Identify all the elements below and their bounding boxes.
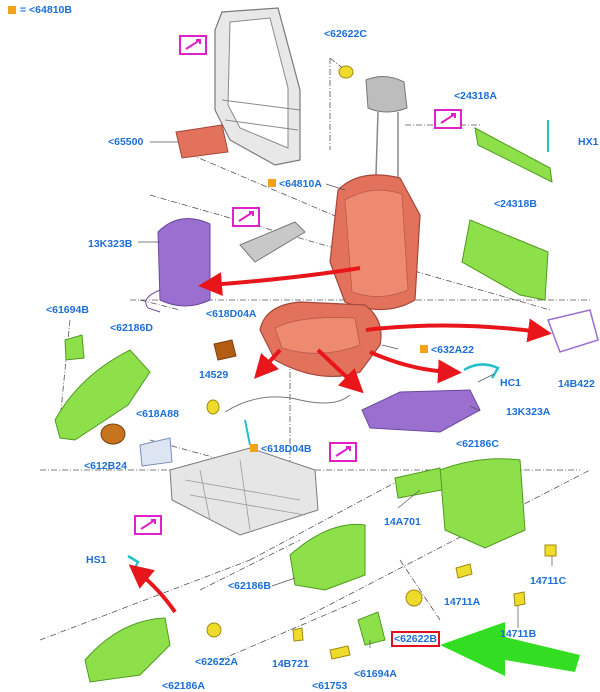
label-612b24[interactable]: <612B24 bbox=[84, 460, 127, 472]
seat-back-frame bbox=[214, 7, 301, 166]
part-618d04a bbox=[213, 339, 237, 361]
label-14b422[interactable]: 14B422 bbox=[558, 378, 595, 390]
label-14b721[interactable]: 14B721 bbox=[272, 658, 309, 670]
magenta-edit-icon[interactable] bbox=[232, 207, 260, 227]
label-64810a[interactable]: <64810A bbox=[268, 178, 322, 190]
label-hx1[interactable]: HX1 bbox=[578, 136, 599, 148]
magenta-edit-icon[interactable] bbox=[434, 109, 462, 129]
part-612b24 bbox=[100, 423, 126, 445]
label-64810a-text: <64810A bbox=[279, 178, 322, 190]
seat-cushion bbox=[259, 301, 382, 377]
label-62622b-highlighted[interactable]: <62622B bbox=[391, 631, 440, 647]
label-618d04b-text: <618D04B bbox=[261, 443, 312, 455]
orange-square-icon bbox=[268, 179, 276, 187]
label-24318b[interactable]: <24318B bbox=[494, 198, 537, 210]
heater-13k323b bbox=[157, 218, 211, 307]
label-65500[interactable]: <65500 bbox=[108, 136, 144, 148]
seat-track bbox=[169, 447, 319, 536]
label-hc1[interactable]: HC1 bbox=[500, 377, 522, 389]
part-65500 bbox=[175, 124, 229, 159]
label-14711c[interactable]: 14711C bbox=[530, 575, 567, 587]
clip-parts bbox=[206, 65, 557, 660]
label-61694b[interactable]: <61694B bbox=[46, 304, 89, 316]
magenta-edit-icon[interactable] bbox=[134, 515, 162, 535]
label-hs1[interactable]: HS1 bbox=[86, 554, 107, 566]
headrest bbox=[365, 76, 408, 178]
label-618d04b[interactable]: <618D04B bbox=[250, 443, 312, 455]
label-24318a[interactable]: <24318A bbox=[454, 90, 497, 102]
part-hc1 bbox=[463, 363, 500, 379]
legend-swatch bbox=[8, 6, 16, 14]
label-14711b[interactable]: 14711B bbox=[500, 628, 537, 640]
label-14529[interactable]: 14529 bbox=[199, 369, 229, 381]
label-62186b[interactable]: <62186B bbox=[228, 580, 271, 592]
magenta-edit-icon[interactable] bbox=[179, 35, 207, 55]
label-62186a[interactable]: <62186A bbox=[162, 680, 205, 692]
harness-14b422 bbox=[546, 309, 599, 353]
armrest bbox=[239, 221, 306, 263]
heater-13k323a bbox=[361, 389, 481, 433]
orange-square-icon bbox=[250, 444, 258, 452]
green-parts bbox=[54, 127, 553, 683]
label-13k323a[interactable]: 13K323A bbox=[506, 406, 551, 418]
label-632a22[interactable]: <632A22 bbox=[420, 344, 474, 356]
label-62622c[interactable]: <62622C bbox=[324, 28, 367, 40]
label-618a88[interactable]: <618A88 bbox=[136, 408, 179, 420]
label-14711a[interactable]: 14711A bbox=[444, 596, 481, 608]
seat-back-pad bbox=[329, 174, 421, 311]
bracket-618a88 bbox=[139, 437, 173, 467]
label-62186c[interactable]: <62186C bbox=[456, 438, 499, 450]
orange-square-icon bbox=[420, 345, 428, 353]
label-61753[interactable]: <61753 bbox=[312, 680, 348, 692]
label-632a22-text: <632A22 bbox=[431, 344, 474, 356]
label-618d04a[interactable]: <618D04A bbox=[206, 308, 257, 320]
leader-lines bbox=[138, 141, 553, 648]
red-direction-arrows bbox=[128, 266, 552, 614]
legend-text: = <64810B bbox=[20, 4, 72, 16]
magenta-edit-icon[interactable] bbox=[329, 442, 357, 462]
magenta-edit-icons bbox=[134, 35, 462, 535]
label-14a701[interactable]: 14A701 bbox=[384, 516, 421, 528]
wiring bbox=[224, 394, 351, 413]
green-pointer-arrow bbox=[440, 622, 580, 676]
label-13k323b[interactable]: 13K323B bbox=[88, 238, 133, 250]
part-hs1 bbox=[127, 554, 140, 571]
label-61694a[interactable]: <61694A bbox=[354, 668, 397, 680]
label-62186d[interactable]: <62186D bbox=[110, 322, 153, 334]
label-62622a[interactable]: <62622A bbox=[195, 656, 238, 668]
